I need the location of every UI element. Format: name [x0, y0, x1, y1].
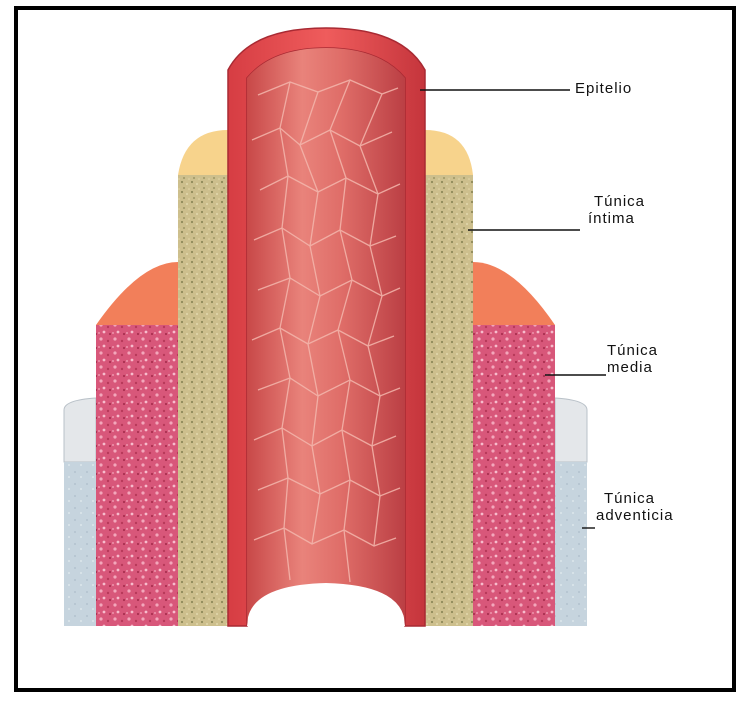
label-tunica-intima: Túnica íntima	[588, 193, 645, 227]
label-tunica-media: Túnica media	[607, 342, 658, 376]
label-epitelio: Epitelio	[575, 80, 632, 97]
vessel-lumen	[247, 48, 405, 626]
label-tunica-adventicia: Túnica adventicia	[596, 490, 674, 524]
